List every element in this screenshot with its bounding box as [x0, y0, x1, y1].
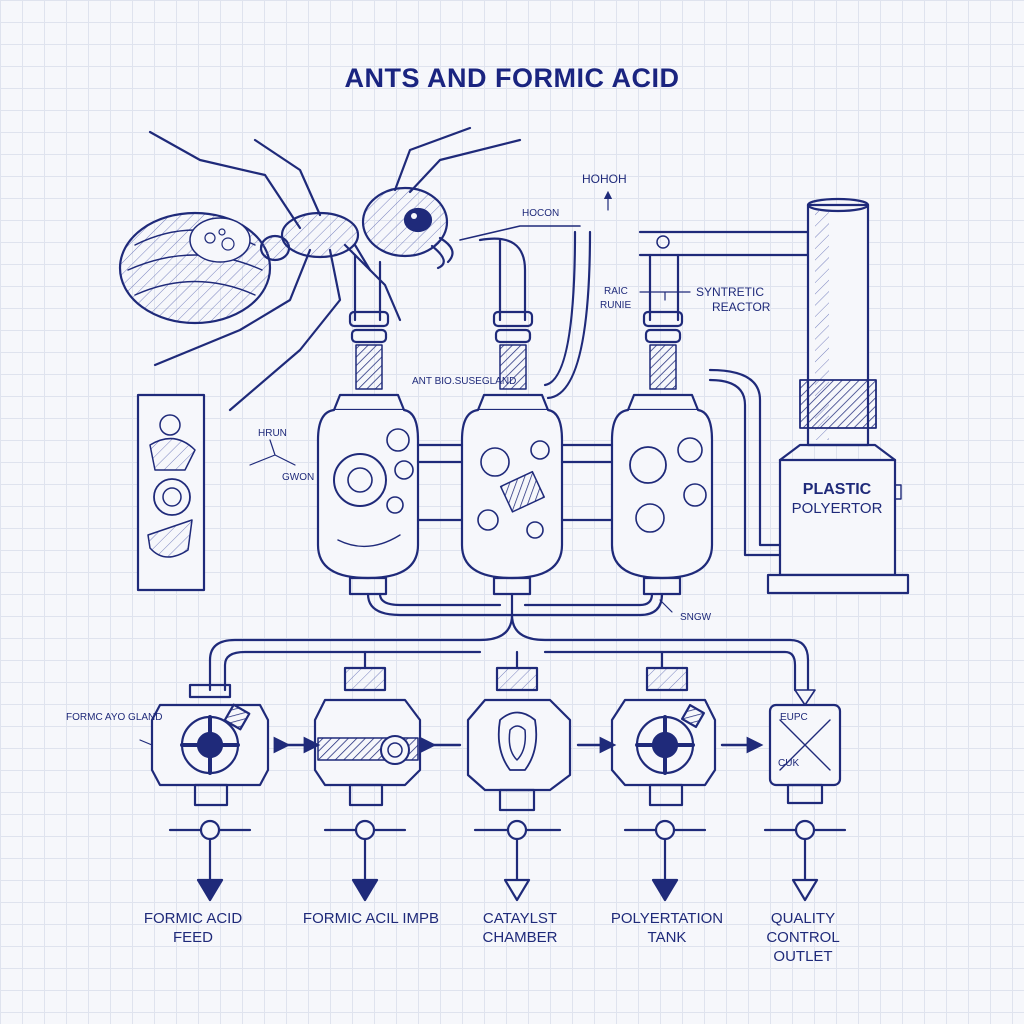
- leader-lines: [139, 190, 691, 746]
- plastic-unit-label-line1: PLASTIC: [802, 481, 872, 498]
- label-raic: RAIC: [604, 286, 628, 297]
- ant-leg-6: [353, 243, 372, 272]
- station-3-label-line2: CHAMBER: [482, 928, 558, 946]
- station-2-label: FORMIC ACIL IMPB: [291, 910, 451, 929]
- ant-gland-window: [189, 217, 251, 263]
- label-hocon: HOCON: [522, 208, 560, 219]
- ant-leg-2: [153, 248, 312, 367]
- label-synthetic-reactor-line1: SYNTRETIC: [696, 285, 765, 299]
- station-1-unit: [150, 683, 270, 902]
- label-synthetic-reactor-line2: REACTOR: [712, 300, 771, 314]
- station-3-label-line1: CATAYLST: [482, 910, 558, 927]
- collection-manifold: [208, 592, 810, 692]
- station-5-unit: [763, 689, 847, 902]
- label-hohoh: HOHOH: [582, 172, 627, 186]
- station-3-unit: [466, 666, 572, 902]
- station-2-label-line1: FORMIC ACIL IMPB: [302, 910, 440, 927]
- ant-leg-4: [343, 243, 402, 322]
- label-qc-top: EUPC: [780, 712, 808, 723]
- station-1-label: FORMIC ACID FEED: [118, 910, 268, 948]
- ant-antenna-right: [408, 138, 522, 194]
- diagram-title: ANTS AND FORMIC ACID: [344, 63, 680, 93]
- ant-leg-5: [253, 138, 322, 217]
- station-1-label-line1: FORMIC ACID: [143, 910, 243, 927]
- station-5-label: QUALITY CONTROL OUTLET: [728, 910, 878, 966]
- vessel-connectors: [416, 443, 614, 522]
- ant-illustration: [118, 126, 581, 412]
- ant-mandibles: [430, 236, 454, 270]
- station-4-label-line2: TANK: [647, 928, 687, 946]
- station-4-unit: [610, 666, 717, 902]
- station-2-unit: [313, 666, 422, 902]
- ant-anatomy-panel: [136, 393, 206, 592]
- label-sngw: SNGW: [680, 612, 712, 623]
- ant-leg-1: [148, 130, 302, 230]
- station-5-label-line1: QUALITY: [770, 910, 836, 927]
- plastic-unit-label-line2: POLYERTOR: [791, 500, 883, 517]
- label-gwon: GWON: [282, 472, 315, 483]
- ant-eye: [403, 207, 433, 233]
- station-5-label-line3: OUTLET: [773, 947, 833, 965]
- station-4-label-line1: POLYERTATION: [610, 910, 724, 927]
- label-hrun: HRUN: [258, 428, 287, 439]
- ant-leg-3: [228, 248, 342, 412]
- reactor-vessel-3: [610, 310, 714, 596]
- plastic-polymerizer-unit: [708, 368, 910, 595]
- ant-antenna-left: [393, 126, 472, 192]
- station-1-label-line2: FEED: [172, 928, 213, 946]
- label-qc-side: CUK: [778, 758, 800, 769]
- label-runie: RUNIE: [600, 300, 632, 311]
- reactor-vessel-2: [460, 310, 564, 596]
- station-5-label-line2: CONTROL: [766, 928, 840, 946]
- station-4-label: POLYERTATION TANK: [592, 910, 742, 948]
- chimney: [799, 197, 877, 447]
- reactor-vessel-1: [316, 310, 420, 596]
- station-3-label: CATAYLST CHAMBER: [445, 910, 595, 948]
- label-formic-gland: FORMC AYO GLAND: [66, 712, 163, 723]
- label-ant-bio: ANT BIO.SUSEGLAND: [412, 376, 517, 387]
